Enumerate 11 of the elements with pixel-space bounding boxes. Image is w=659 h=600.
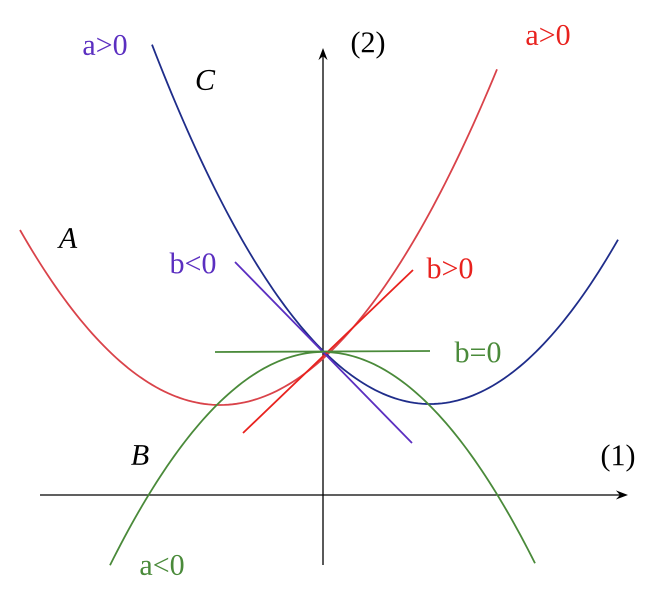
curve-label: B: [131, 445, 149, 465]
curve-label: A: [57, 228, 78, 248]
tangent-label: b=0: [454, 341, 500, 363]
axis-label: (1): [602, 444, 634, 472]
axis-label: (2): [352, 31, 384, 59]
curve-label: a>0: [83, 34, 126, 56]
curve-label: a<0: [140, 554, 184, 576]
curve-label: a>0: [526, 24, 570, 46]
tangent-label: b>0: [426, 257, 472, 279]
tangent-label: b<0: [170, 252, 216, 274]
curve-label: C: [196, 70, 216, 90]
